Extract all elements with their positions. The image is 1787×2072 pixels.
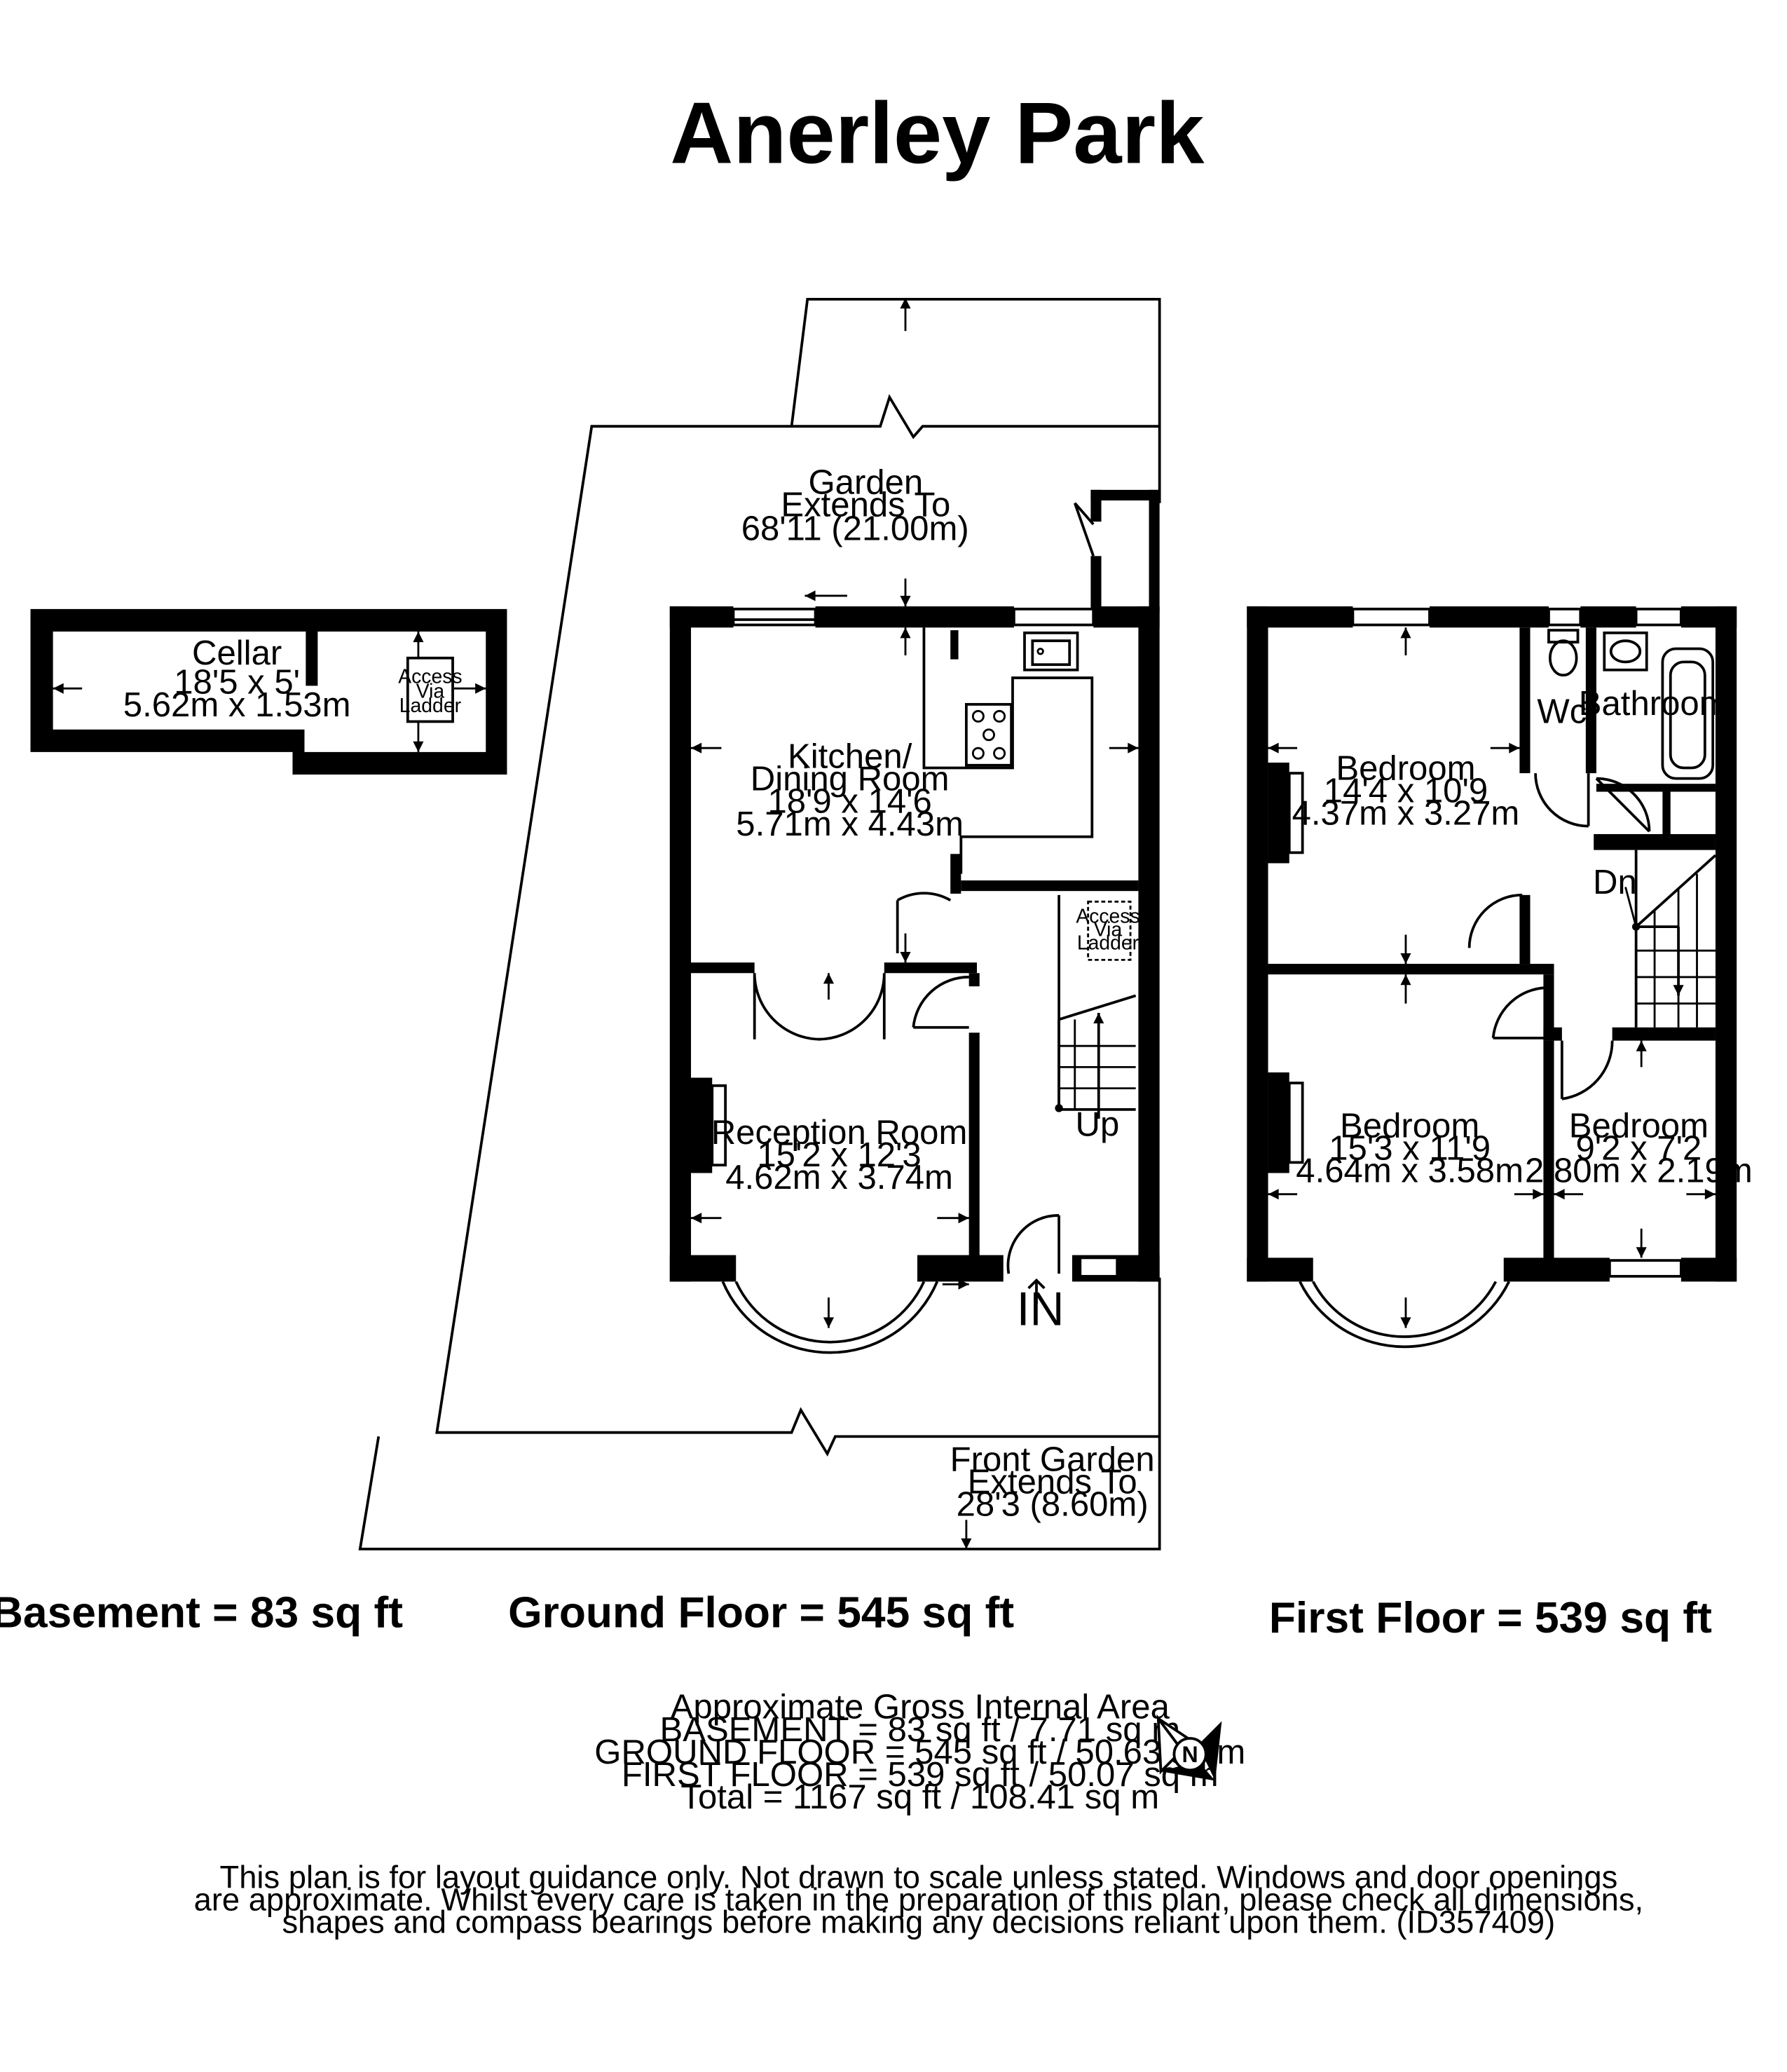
disclaimer-line1: This plan is for layout guidance only. N…	[220, 1859, 1618, 1895]
front-garden-line3: 28'3 (8.60m)	[957, 1486, 1149, 1524]
cellar-metric: 5.62m x 1.53m	[123, 686, 351, 724]
stairs-up-label: Up	[1075, 1106, 1119, 1144]
wc-label: Wc	[1537, 693, 1587, 730]
first-floor-area-label: First Floor = 539 sq ft	[1269, 1594, 1712, 1642]
ground-floor-walls	[669, 489, 1160, 1282]
reception-name: Reception Room	[711, 1114, 968, 1152]
rear-garden-line3: 68'11 (21.00m)	[741, 510, 969, 548]
entrance-label: IN	[1017, 1283, 1064, 1336]
kitchen-metric: 5.71m x 4.43m	[736, 805, 964, 843]
disclaimer-line3: shapes and compass bearings before makin…	[282, 1904, 1556, 1940]
front-garden-line1: Front Garden	[950, 1440, 1155, 1478]
first-floor-walls	[1247, 606, 1737, 1282]
compass-north-label: N	[1182, 1742, 1198, 1767]
basement-area-label: Basement = 83 sq ft	[0, 1588, 403, 1637]
stairs-down-label: Dn	[1593, 864, 1637, 901]
reception-imperial: 15'2 x 12'3	[757, 1136, 921, 1174]
ground-floor-area-label: Ground Floor = 545 sq ft	[508, 1588, 1014, 1637]
cellar-name: Cellar	[192, 634, 282, 672]
gross-area-basement: BASEMENT = 83 sq ft / 7.71 sq m	[659, 1711, 1180, 1749]
ground-access-line1: Access	[1076, 906, 1139, 928]
bedroom1-name: Bedroom	[1336, 750, 1475, 788]
ground-access-line2: Via	[1094, 918, 1123, 941]
front-garden-outline	[358, 1436, 1161, 1550]
gross-area-heading: Approximate Gross Internal Area	[671, 1689, 1170, 1726]
compass-icon	[1156, 1714, 1222, 1781]
cellar-access-line2: Via	[416, 680, 445, 702]
front-garden-line2: Extends To	[968, 1464, 1137, 1501]
bedroom3-metric: 2.80m x 2.19m	[1525, 1152, 1753, 1190]
reception-metric: 4.62m x 3.74m	[725, 1159, 953, 1197]
bedroom3-imperial: 9'2 x 7'2	[1576, 1130, 1702, 1168]
disclaimer-line2: are approximate. Whilst every care is ta…	[194, 1882, 1644, 1918]
bedroom2-metric: 4.64m x 3.58m	[1296, 1152, 1524, 1190]
cellar-plan	[30, 608, 507, 775]
bedroom2-imperial: 15'3 x 11'9	[1329, 1130, 1491, 1168]
bedroom3-name: Bedroom	[1569, 1107, 1709, 1145]
garden-dimension-arrows	[900, 297, 972, 1549]
kitchen-name-line1: Kitchen/	[788, 738, 912, 776]
plan-title: Anerley Park	[670, 84, 1205, 182]
gross-area-ground: GROUND FLOOR = 545 sq ft / 50.63 sq m	[594, 1733, 1245, 1771]
kitchen-imperial: 18'9 x 14'6	[767, 783, 931, 821]
rear-garden-outline	[435, 297, 1161, 1457]
cellar-access-line3: Ladder	[399, 695, 461, 717]
bedroom2-name: Bedroom	[1340, 1107, 1479, 1145]
gross-area-first: FIRST FLOOR = 539 sq ft / 50.07 sq m	[622, 1756, 1219, 1794]
ground-floor-fittings	[691, 502, 1139, 1354]
rear-garden-line1: Garden	[808, 464, 923, 502]
cellar-imperial: 18'5 x 5'	[174, 664, 300, 702]
kitchen-name-line2: Dining Room	[751, 761, 950, 798]
cellar-access-line1: Access	[398, 666, 462, 688]
rear-garden-line2: Extends To	[781, 486, 950, 524]
bedroom1-metric: 4.37m x 3.27m	[1292, 795, 1520, 833]
ground-access-line3: Ladder	[1077, 932, 1139, 954]
bedroom1-imperial: 14'4 x 10'9	[1324, 772, 1488, 810]
bathroom-label: Bathroom	[1579, 685, 1728, 723]
first-floor-fittings	[1268, 607, 1717, 1349]
gross-area-total: Total = 1167 sq ft / 108.41 sq m	[680, 1778, 1159, 1816]
